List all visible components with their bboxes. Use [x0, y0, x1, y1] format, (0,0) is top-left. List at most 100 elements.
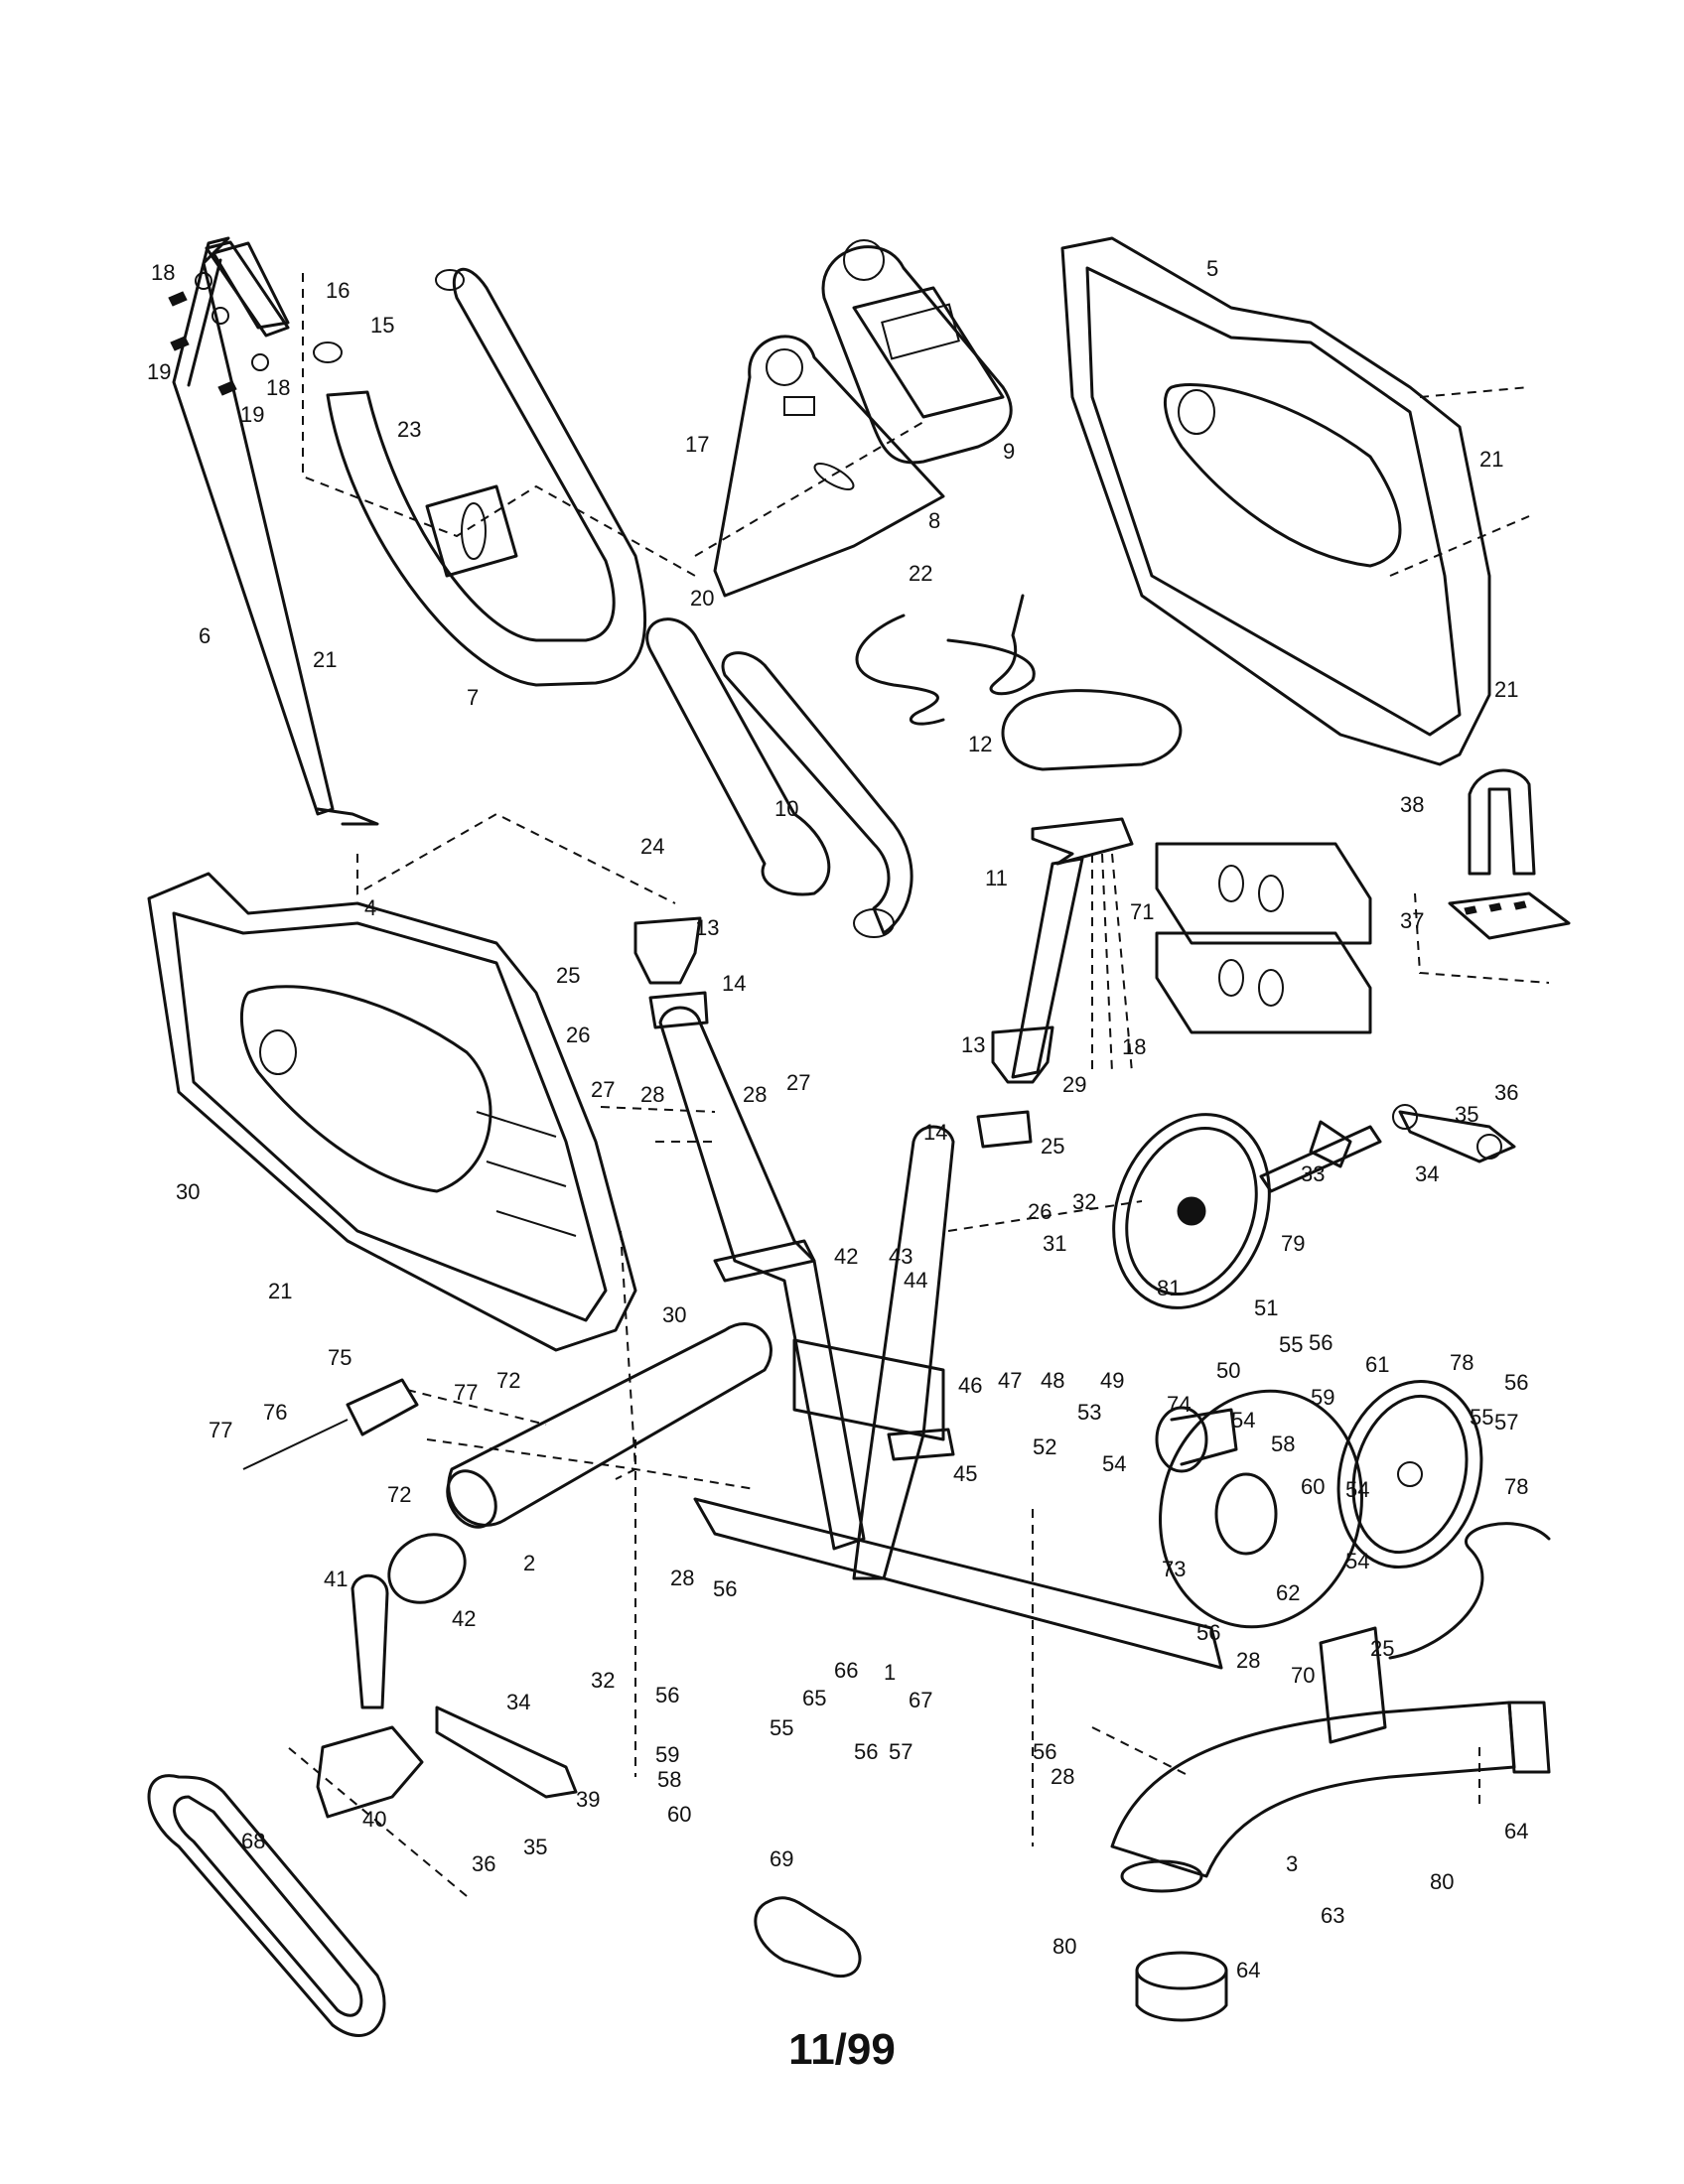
callout-label: 6 — [199, 623, 210, 648]
callout-label: 54 — [1345, 1477, 1369, 1502]
callout-label: 56 — [655, 1683, 679, 1707]
assembly-lines — [287, 273, 1550, 1897]
callout-label: 22 — [909, 561, 932, 586]
callout-label: 25 — [1370, 1636, 1394, 1661]
callout-label: 59 — [655, 1742, 679, 1767]
callout-label: 56 — [1504, 1370, 1528, 1395]
callout-label: 24 — [640, 834, 664, 859]
part-74-idler — [1155, 1406, 1238, 1473]
callout-label: 47 — [998, 1368, 1022, 1393]
part-6-handlebar-post — [172, 236, 379, 826]
callout-label: 61 — [1365, 1352, 1389, 1377]
callout-label: 21 — [1494, 677, 1518, 702]
callout-label: 70 — [1291, 1663, 1315, 1688]
callout-label: 36 — [1494, 1080, 1518, 1105]
callout-label: 77 — [454, 1380, 478, 1405]
callout-label: 66 — [834, 1658, 858, 1683]
callout-label: 45 — [953, 1461, 977, 1486]
callout-label: 19 — [147, 359, 171, 384]
callout-label: 18 — [1122, 1034, 1146, 1059]
part-13-cap-left — [633, 916, 709, 1029]
callout-label: 14 — [722, 971, 746, 996]
callout-label: 3 — [1286, 1851, 1298, 1876]
callout-label: 11 — [985, 866, 1008, 890]
part-16-bracket — [168, 240, 290, 396]
callout-label: 54 — [1102, 1451, 1126, 1476]
part-71-hardware-kits — [1155, 842, 1372, 1034]
callout-label: 28 — [640, 1082, 664, 1107]
callout-label: 44 — [904, 1268, 927, 1293]
callout-label: 28 — [743, 1082, 767, 1107]
part-70-resistance-module — [1319, 1522, 1551, 1744]
part-11-seat-post — [1011, 817, 1134, 1079]
callout-label: 55 — [1279, 1332, 1303, 1357]
callout-label: 68 — [241, 1829, 265, 1853]
part-61-magnetic-wheel — [1336, 1379, 1483, 1570]
callout-label: 60 — [667, 1802, 691, 1827]
part-4-left-shield — [147, 872, 637, 1352]
callout-label: 9 — [1003, 439, 1015, 464]
callout-label: 36 — [472, 1851, 495, 1876]
part-42-end-cap — [387, 1533, 467, 1604]
callout-label: 23 — [397, 417, 421, 442]
callout-label: 76 — [263, 1400, 287, 1425]
callout-label: 55 — [1470, 1405, 1493, 1430]
part-69-belt — [754, 1896, 862, 1978]
callout-label: 16 — [326, 278, 350, 303]
part-1-main-frame — [658, 1006, 1223, 1670]
callout-label: 42 — [452, 1606, 476, 1631]
part-34-left-crank — [435, 1706, 578, 1799]
callout-label: 4 — [364, 895, 376, 920]
callout-label: 18 — [266, 375, 290, 400]
callout-label: 28 — [1236, 1648, 1260, 1673]
callout-label: 39 — [576, 1787, 600, 1812]
callout-label: 21 — [313, 647, 337, 672]
callout-label: 80 — [1430, 1869, 1454, 1894]
callout-label: 32 — [1072, 1189, 1096, 1214]
callout-label: 56 — [1033, 1739, 1056, 1764]
callout-label: 50 — [1216, 1358, 1240, 1383]
callout-label: 27 — [591, 1077, 615, 1102]
callout-label: 62 — [1276, 1580, 1300, 1605]
callout-label: 46 — [958, 1373, 982, 1398]
callout-label: 13 — [961, 1032, 985, 1057]
callout-label: 48 — [1041, 1368, 1064, 1393]
callout-label: 56 — [854, 1739, 878, 1764]
callout-label: 59 — [1311, 1385, 1334, 1410]
callout-label: 14 — [923, 1120, 947, 1145]
callout-label: 65 — [802, 1686, 826, 1710]
callout-label: 38 — [1400, 792, 1424, 817]
callout-label: 34 — [1415, 1161, 1439, 1186]
callout-label: 15 — [370, 313, 394, 338]
callout-label: 54 — [1231, 1408, 1255, 1433]
callout-label: 17 — [685, 432, 709, 457]
callout-label: 54 — [1345, 1549, 1369, 1573]
callout-label: 20 — [690, 586, 714, 611]
callout-label: 64 — [1236, 1958, 1260, 1982]
callout-label: 57 — [889, 1739, 912, 1764]
callout-label: 26 — [566, 1023, 590, 1047]
part-68-drive-belt — [147, 1774, 386, 2037]
callout-label: 35 — [523, 1835, 547, 1859]
part-9-console — [821, 239, 1013, 465]
callout-label: 60 — [1301, 1474, 1325, 1499]
part-12-seat — [1001, 689, 1183, 771]
callout-label: 64 — [1504, 1819, 1528, 1843]
part-2-rear-stabilizer — [446, 1322, 772, 1529]
callout-label: 30 — [662, 1302, 686, 1327]
callout-label: 56 — [1196, 1620, 1220, 1645]
callout-label: 1 — [884, 1660, 896, 1685]
callout-label: 75 — [328, 1345, 351, 1370]
callout-label: 53 — [1077, 1400, 1101, 1425]
callout-label: 10 — [774, 796, 798, 821]
callout-label: 58 — [657, 1767, 681, 1792]
callout-label: 26 — [1028, 1199, 1052, 1224]
part-8-console-bracket — [713, 335, 945, 598]
callout-label: 19 — [240, 402, 264, 427]
part-40-left-pedal — [316, 1573, 424, 1819]
callout-label: 21 — [268, 1279, 292, 1303]
callout-label: 71 — [1130, 899, 1154, 924]
callout-label: 51 — [1254, 1296, 1278, 1320]
callout-label: 2 — [523, 1551, 535, 1575]
